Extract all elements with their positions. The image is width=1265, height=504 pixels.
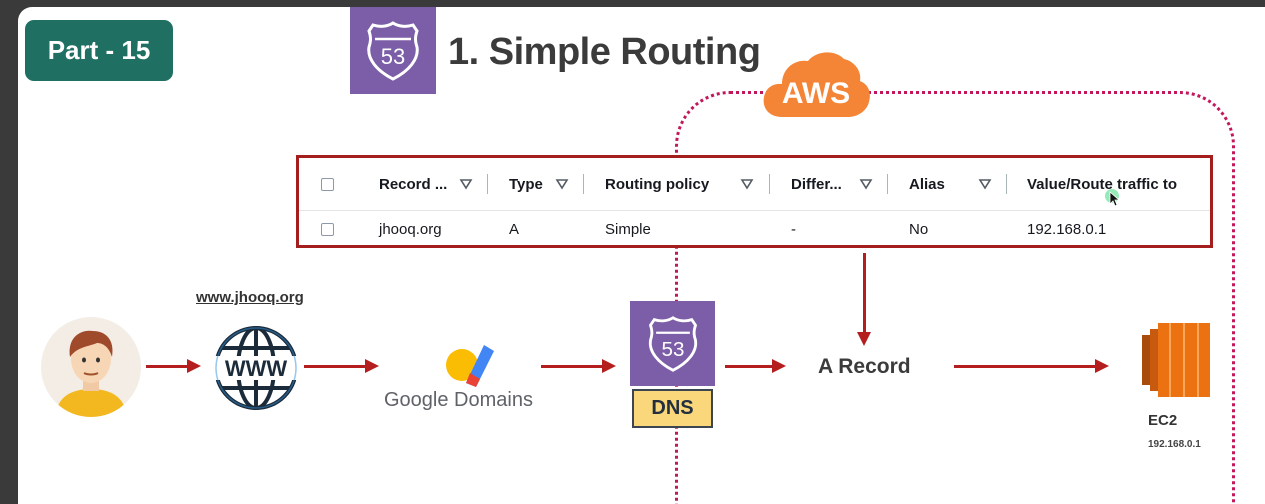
sort-filter-icon[interactable] xyxy=(740,177,754,191)
ec2-label: EC2 xyxy=(1148,412,1178,429)
column-header-value[interactable]: Value/Route traffic to xyxy=(1027,175,1178,193)
part-badge: Part - 15 xyxy=(25,20,173,81)
ec2-icon xyxy=(1140,315,1216,405)
cell-routing-policy: Simple xyxy=(605,220,651,238)
slide-canvas: Part - 15 53 1. Simple Routing AWS Recor… xyxy=(18,7,1265,504)
google-domains-label: Google Domains xyxy=(384,389,533,411)
cell-type: A xyxy=(509,220,520,238)
flow-arrow xyxy=(725,359,786,373)
cell-alias: No xyxy=(909,220,929,238)
mouse-pointer-icon xyxy=(1109,191,1121,207)
select-all-checkbox[interactable] xyxy=(321,158,334,210)
column-header-type[interactable]: Type xyxy=(509,175,543,193)
flow-arrow xyxy=(541,359,616,373)
column-separator[interactable] xyxy=(583,174,584,194)
sort-filter-icon[interactable] xyxy=(555,177,569,191)
row-checkbox[interactable] xyxy=(321,210,334,248)
table-row[interactable]: jhooq.org A Simple - No 192.168.0.1 xyxy=(299,210,1210,248)
route53-shield-icon: 53 xyxy=(350,7,436,94)
cell-record-name: jhooq.org xyxy=(379,220,442,238)
flow-arrow xyxy=(304,359,379,373)
google-domains-logo xyxy=(384,343,534,423)
a-record-label: A Record xyxy=(818,355,911,378)
aws-label: AWS xyxy=(782,77,850,110)
user-avatar-icon xyxy=(41,317,141,417)
cell-value: 192.168.0.1 xyxy=(1027,220,1107,238)
www-link[interactable]: www.jhooq.org xyxy=(196,289,304,306)
ec2-ip-address: 192.168.0.1 xyxy=(1148,439,1201,450)
svg-text:WWW: WWW xyxy=(225,356,288,381)
dns-label: DNS xyxy=(632,389,713,428)
column-separator[interactable] xyxy=(887,174,888,194)
aws-region-border xyxy=(675,91,1235,504)
route53-records-table: Record ... Type Routing policy Differ...… xyxy=(296,155,1213,248)
route53-number: 53 xyxy=(381,44,405,69)
sort-filter-icon[interactable] xyxy=(459,177,473,191)
flow-arrow xyxy=(954,359,1109,373)
route53-shield-icon: 53 xyxy=(630,301,715,386)
sort-filter-icon[interactable] xyxy=(859,177,873,191)
table-to-record-arrow xyxy=(857,253,871,346)
flow-arrow xyxy=(146,359,201,373)
column-separator[interactable] xyxy=(487,174,488,194)
dns-number: 53 xyxy=(661,338,684,361)
column-header-record[interactable]: Record ... xyxy=(379,175,448,193)
cell-differ: - xyxy=(791,220,796,238)
column-header-differ[interactable]: Differ... xyxy=(791,175,842,193)
page-title: 1. Simple Routing xyxy=(448,31,761,73)
column-header-routing-policy[interactable]: Routing policy xyxy=(605,175,710,193)
column-separator[interactable] xyxy=(769,174,770,194)
column-separator[interactable] xyxy=(1006,174,1007,194)
column-header-alias[interactable]: Alias xyxy=(909,175,945,193)
route53-dns-icon: 53 DNS xyxy=(630,301,715,429)
table-header: Record ... Type Routing policy Differ...… xyxy=(299,158,1210,211)
sort-filter-icon[interactable] xyxy=(978,177,992,191)
aws-cloud-icon: AWS xyxy=(760,47,872,121)
www-globe-icon: WWW xyxy=(210,322,302,414)
